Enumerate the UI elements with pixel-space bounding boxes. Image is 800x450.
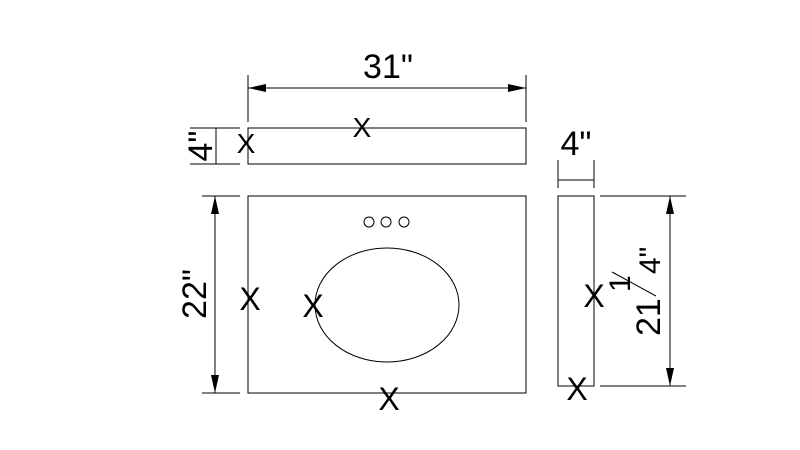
top-mark-left-edge: X	[239, 281, 260, 317]
side-depth-whole: 21	[630, 298, 668, 336]
side-splash-outline	[557, 195, 595, 387]
depth-arrow-bottom	[211, 375, 219, 393]
side-depth-fraction-slash	[611, 271, 657, 297]
backsplash-outline	[247, 127, 527, 165]
arrowhead-right	[508, 84, 526, 92]
side-mark-mid: X	[583, 278, 604, 314]
side-depth-arrow-bottom	[666, 368, 674, 386]
top-mark-front-edge: X	[378, 381, 399, 417]
sink-basin	[314, 247, 460, 363]
vanity-top-outline	[247, 195, 527, 394]
side-depth-denominator: 4"	[634, 247, 667, 274]
depth-arrow-top	[211, 196, 219, 214]
faucet-hole-center	[380, 216, 392, 228]
top-mark-basin: X	[302, 288, 323, 324]
faucet-hole-left	[363, 216, 375, 228]
arrowhead-left	[248, 84, 266, 92]
side-depth-label: 21 1 4"	[604, 247, 668, 336]
backsplash-width-label: 31"	[363, 48, 413, 86]
backsplash-mark-left: X	[237, 128, 256, 159]
backsplash-height-label: 4"	[182, 131, 220, 162]
top-depth-label: 22"	[176, 269, 214, 319]
side-depth-arrow-top	[666, 196, 674, 214]
faucet-hole-right	[398, 216, 410, 228]
side-mark-bottom: X	[566, 371, 587, 407]
side-height-label: 4"	[561, 125, 592, 163]
side-depth-numerator: 1	[604, 275, 637, 292]
backsplash-mark-center: X	[353, 112, 372, 143]
